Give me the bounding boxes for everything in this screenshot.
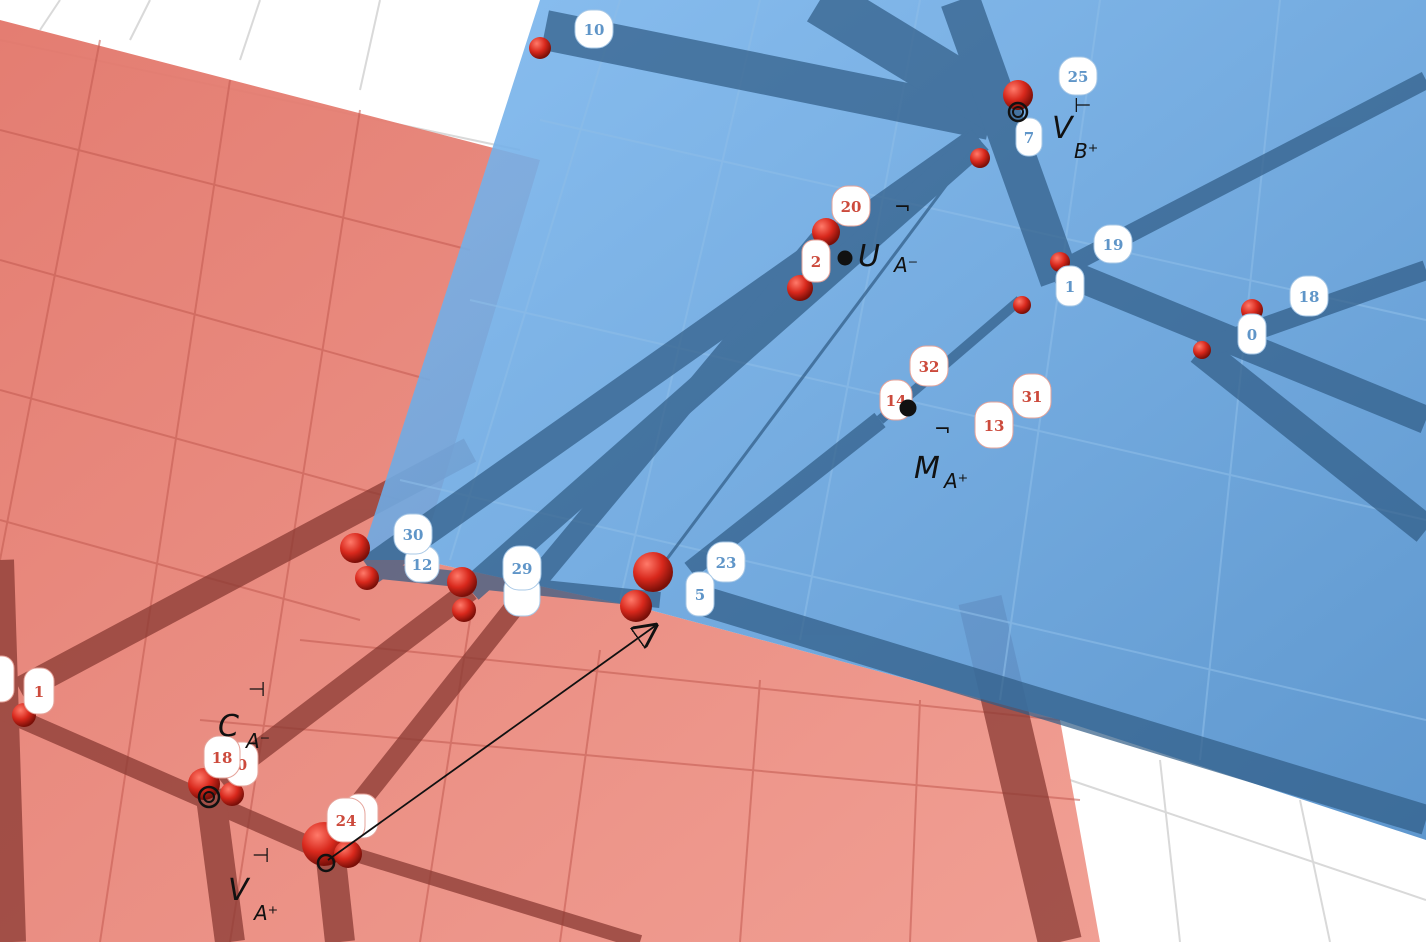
svg-text:23: 23 — [716, 554, 737, 572]
svg-text:B⁺: B⁺ — [1074, 139, 1098, 163]
svg-text:1: 1 — [1065, 278, 1075, 296]
point-label: 1 — [1055, 265, 1085, 307]
point-label: 23 — [706, 541, 746, 583]
svg-text:31: 31 — [1022, 388, 1043, 406]
svg-text:V: V — [228, 873, 251, 908]
point-label: 32 — [909, 345, 949, 387]
svg-text:A⁻: A⁻ — [244, 729, 270, 753]
annotation-m-a-plus: M ¬ A⁺ — [914, 417, 968, 493]
svg-text:30: 30 — [403, 526, 424, 544]
blue-point-labels: 10 25 7 19 1 18 0 23 — [393, 9, 1329, 617]
point-label: 7 — [1015, 117, 1043, 157]
svg-text:M: M — [914, 451, 940, 486]
point-label: 10 — [574, 9, 614, 49]
svg-text:2: 2 — [811, 253, 821, 271]
svg-text:⊣: ⊣ — [252, 843, 269, 867]
point-label: 0 — [1237, 313, 1267, 355]
svg-text:13: 13 — [984, 417, 1005, 435]
point-label: 31 — [1012, 373, 1052, 419]
point-label: 13 — [974, 401, 1014, 449]
red-plane — [0, 20, 1100, 942]
point-label: 5 — [685, 571, 715, 617]
point-label: 1 — [23, 667, 55, 715]
svg-text:7: 7 — [1024, 129, 1034, 147]
svg-text:5: 5 — [695, 586, 705, 604]
svg-text:18: 18 — [1299, 288, 1320, 306]
svg-text:⊢: ⊢ — [1074, 93, 1091, 117]
svg-text:20: 20 — [841, 198, 862, 216]
svg-text:U: U — [858, 239, 880, 274]
svg-text:1: 1 — [34, 683, 44, 701]
annotation-v-b-plus: V ⊢ B⁺ — [1052, 93, 1098, 163]
svg-text:32: 32 — [919, 358, 940, 376]
svg-text:25: 25 — [1068, 68, 1089, 86]
svg-text:29: 29 — [512, 560, 533, 578]
svg-text:10: 10 — [584, 21, 605, 39]
annotation-c-a-minus: C ⊣ A⁻ — [218, 677, 270, 753]
point-label: 18 — [203, 735, 241, 779]
svg-text:0: 0 — [1247, 326, 1257, 344]
svg-text:19: 19 — [1103, 236, 1124, 254]
svg-text:18: 18 — [212, 749, 233, 767]
annotation-u-a-minus: U ¬ A⁻ — [858, 195, 918, 277]
svg-text:A⁺: A⁺ — [252, 901, 278, 925]
point-label: 2 — [801, 239, 831, 283]
point-label: 19 — [1093, 224, 1133, 264]
point-label: 30 — [393, 513, 433, 555]
vector-arrow — [327, 626, 655, 861]
annotation-v-a-plus: V ⊣ A⁺ — [228, 843, 278, 925]
svg-text:V: V — [1052, 111, 1075, 146]
svg-text:12: 12 — [412, 556, 433, 574]
point-label: 20 — [831, 185, 871, 227]
annotation-marks — [197, 101, 1029, 873]
point-label: 25 — [1058, 56, 1098, 96]
svg-text:C: C — [218, 709, 239, 744]
svg-text:¬: ¬ — [894, 195, 911, 219]
svg-text:¬: ¬ — [934, 417, 951, 441]
point-label: 12 — [404, 545, 440, 583]
point-label: 9 — [0, 655, 15, 703]
svg-text:⊣: ⊣ — [248, 677, 265, 701]
point-label: 29 — [502, 545, 542, 591]
point-label: 24 — [326, 797, 366, 843]
svg-text:A⁻: A⁻ — [892, 253, 918, 277]
red-point-labels: 20 2 32 14 31 13 0 18 — [0, 185, 1052, 843]
point-label: 18 — [1289, 275, 1329, 317]
svg-text:0: 0 — [237, 756, 247, 774]
svg-text:A⁺: A⁺ — [942, 469, 968, 493]
svg-text:24: 24 — [336, 812, 357, 830]
